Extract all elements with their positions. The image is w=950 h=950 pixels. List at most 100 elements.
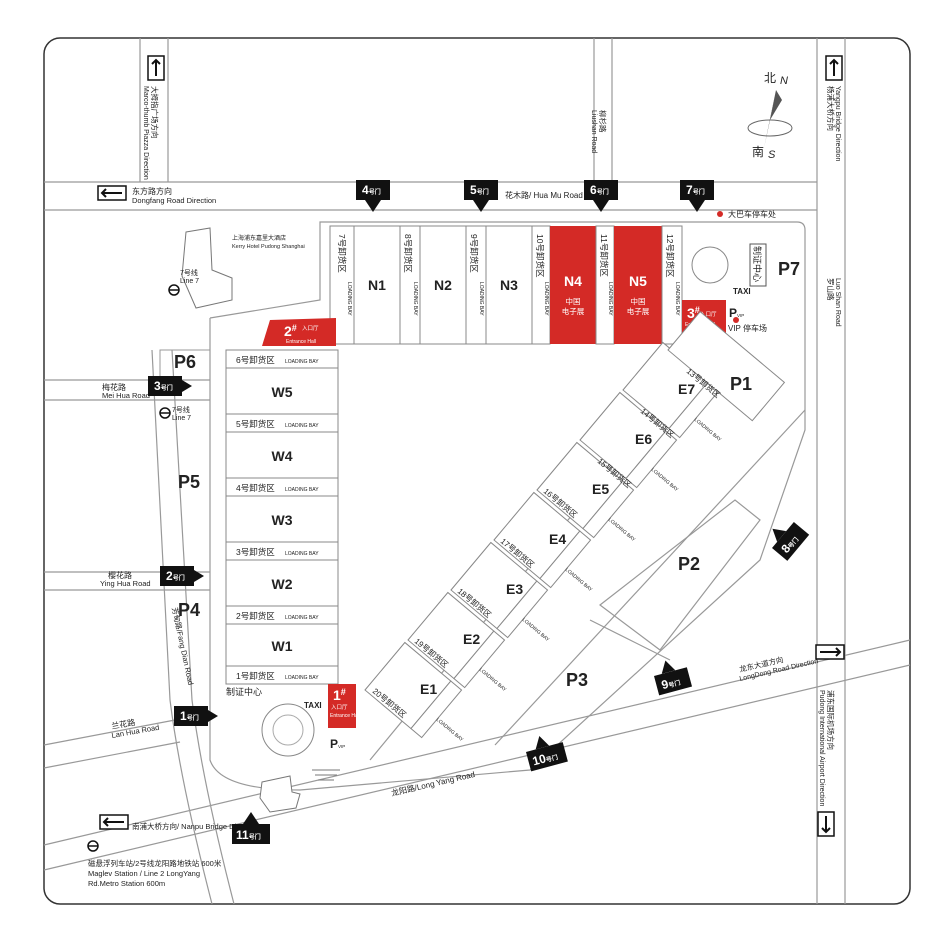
loading-en-n1: LOADING BAY	[346, 282, 352, 316]
bus-parking-label: 大巴车停车处	[728, 209, 776, 219]
hall-e1: E1	[420, 681, 437, 697]
loading-en-n6: LOADING BAY	[674, 282, 680, 316]
hotel-name-cn: 上海浦东嘉里大酒店	[232, 234, 286, 242]
hall-n5-sub2: 电子展	[627, 306, 650, 316]
gate-10: 10号门	[526, 736, 568, 772]
label-luoshan-cn: 罗山路	[826, 278, 836, 301]
entrance-hall-1: 1# 入口厅 Entrance Hall	[328, 684, 360, 728]
metro-marker-top: 7号线 Line 7	[168, 268, 199, 296]
hotel-name-en: Kerry Hotel Pudong Shanghai	[232, 244, 305, 250]
entrance-2-en: Entrance Hall	[286, 339, 316, 345]
parking-p-vip-sw: P	[330, 737, 338, 751]
hall-n5-sub1: 中国	[631, 296, 646, 306]
gate-6-label: 6号门	[590, 183, 609, 197]
entrance-1-num: 1#	[333, 687, 346, 703]
loading-3: 3号卸货区	[236, 547, 275, 557]
label-meihua-cn: 梅花路	[102, 382, 126, 392]
loading-en-n2: LOADING BAY	[412, 282, 418, 316]
hall-e7: E7	[678, 381, 695, 397]
label-nanpu: 南浦大桥方向/ Nanpu Bridge Direction	[132, 821, 259, 831]
loading-en-n4: LOADING BAY	[543, 282, 549, 316]
gate-11-label: 11号门	[236, 828, 261, 842]
label-luoshan-en: Luo Shan Road	[834, 278, 841, 327]
taxi-sw: TAXI	[304, 701, 322, 710]
label-daxian-cn: 大拇指广场方向	[150, 86, 160, 139]
roundabout-ne	[691, 246, 729, 284]
parking-vip-ne: VIP	[737, 313, 744, 318]
direction-arrow-airport	[817, 811, 835, 837]
compass-south-cn: 南	[752, 144, 764, 159]
label-lanhua-cn: 兰花路	[111, 717, 136, 731]
metro-marker-station: 磁悬浮列车站/2号线龙阳路地铁站 600米 Maglev Station / L…	[87, 840, 222, 888]
bus-dot	[717, 211, 723, 217]
hall-n4-sub1: 中国	[566, 296, 581, 306]
parking-p3: P3	[566, 670, 588, 690]
label-yinghua-cn: 樱花路	[108, 570, 132, 580]
entrance-hall-2: 2# 入口厅 Entrance Hall	[262, 318, 336, 346]
loading-en-w3: LOADING BAY	[285, 551, 319, 557]
loading-en-n3: LOADING BAY	[478, 282, 484, 316]
direction-arrow-nanpu	[99, 814, 129, 830]
label-dongfang-cn: 东方路方向	[132, 186, 172, 196]
entrance-1-cn: 入口厅	[331, 704, 348, 711]
loading-en-n5: LOADING BAY	[607, 282, 613, 316]
compass-north-cn: 北	[764, 71, 776, 85]
gate-1-label: 1号门	[180, 709, 199, 723]
label-liushan-cn: 柳杉路	[598, 110, 608, 133]
label-yangpu-cn: 杨浦大桥方向	[826, 86, 836, 131]
taxi-ne: TAXI	[733, 287, 751, 296]
entrance-1-en: Entrance Hall	[330, 713, 360, 719]
gate-10-label: 10号门	[531, 748, 559, 768]
gate-3: 3号门	[148, 376, 192, 396]
gate-1: 1号门	[174, 706, 218, 726]
west-halls: W5 W4 W3 W2 W1 6号卸货区 5号卸货区 4号卸货区 3号卸货区 2…	[225, 349, 339, 685]
label-airport-en: Pudong International Airport Direction	[818, 690, 825, 806]
hall-n5: N5	[629, 273, 647, 289]
label-liushan-en: Liushan Road	[590, 110, 597, 153]
loading-1: 1号卸货区	[236, 671, 275, 681]
compass-south-en: S	[768, 149, 776, 161]
gate-2-label: 2号门	[166, 569, 185, 583]
hall-n4-sub2: 电子展	[562, 306, 585, 316]
loading-5: 5号卸货区	[236, 419, 275, 429]
station-note-cn: 磁悬浮列车站/2号线龙阳路地铁站 600米	[88, 858, 222, 868]
loading-en-w5: LOADING BAY	[285, 423, 319, 429]
hall-w3: W3	[272, 512, 293, 528]
label-airport-cn: 浦东国际机场方向	[826, 690, 836, 750]
direction-arrow-dongfang	[97, 185, 127, 201]
hall-n1: N1	[368, 277, 386, 293]
gate-9-label: 9号门	[660, 674, 682, 692]
loading-10: 10号卸货区	[535, 234, 545, 278]
parking-p5: P5	[178, 472, 200, 492]
label-daxian-en: Marco-thumb Piazza Direction	[142, 86, 149, 180]
hall-e5: E5	[592, 481, 609, 497]
hotel-kerry: 上海浦东嘉里大酒店 Kerry Hotel Pudong Shanghai	[181, 227, 305, 309]
parking-vip-sw: VIP	[338, 744, 345, 749]
parking-p1: P1	[730, 374, 752, 394]
gate-2: 2号门	[160, 566, 204, 586]
hall-w1: W1	[272, 638, 293, 654]
metro-line7-cn-mid: 7号线	[172, 405, 190, 414]
gate-5-label: 5号门	[470, 183, 489, 197]
parking-p-vip-ne: P	[729, 306, 737, 320]
hall-n4: N4	[564, 273, 582, 289]
north-halls: N1 N2 N3 N4 中国 电子展 N5 中国 电子展 7号卸货区 8号卸货区…	[329, 225, 683, 345]
vip-dot	[733, 317, 739, 323]
hall-n3: N3	[500, 277, 518, 293]
gate-7-label: 7号门	[686, 183, 705, 197]
entrance-2-cn: 入口厅	[302, 325, 319, 332]
parking-p7: P7	[778, 259, 800, 279]
metro-line7-en-top: Line 7	[180, 278, 199, 285]
entrance-3-num: 3#	[687, 305, 700, 321]
direction-arrow-longdong	[815, 644, 845, 660]
gate-11: 11号门	[232, 812, 270, 844]
label-yinghua-en: Ying Hua Road	[100, 579, 151, 588]
metro-marker-meihua: 7号线 Line 7	[159, 405, 191, 422]
gate-4-label: 4号门	[362, 183, 381, 197]
metro-line7-en-mid: Line 7	[172, 415, 191, 422]
loading-7: 7号卸货区	[337, 234, 347, 273]
vip-parking-label: VIP 停车场	[728, 323, 767, 333]
gate-8: 8号门	[772, 521, 810, 561]
gate-6: 6号门	[584, 180, 618, 212]
